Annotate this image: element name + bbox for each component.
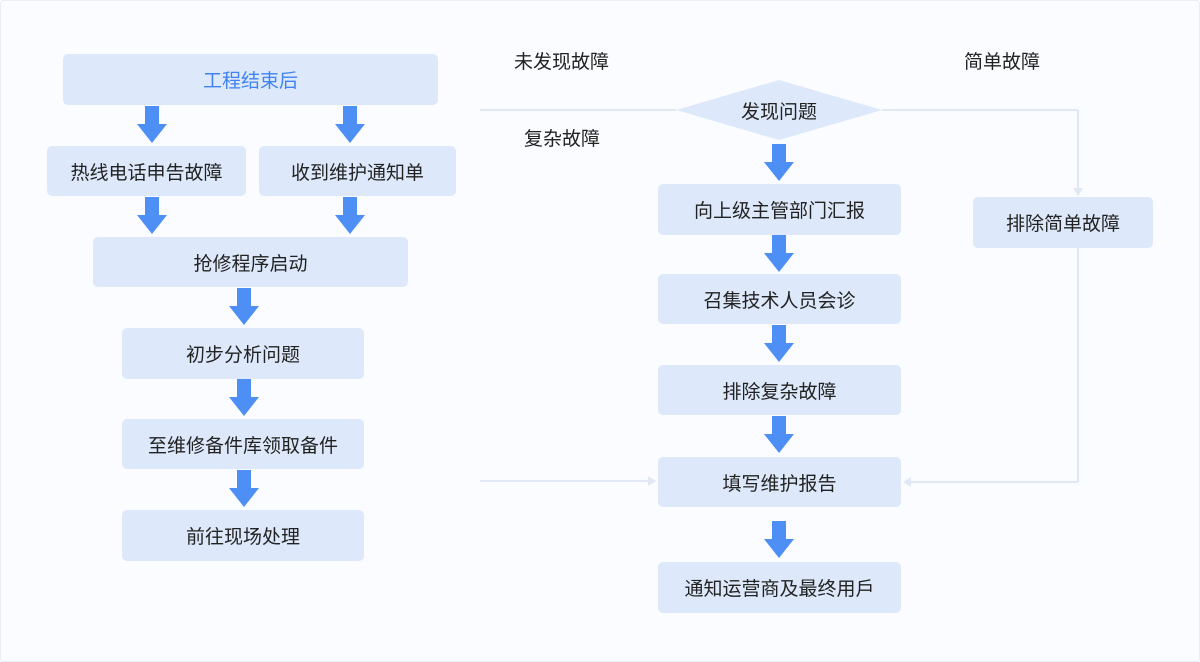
connector-simple-back-head: [903, 477, 911, 487]
label-not-found: 未发现故障: [514, 51, 610, 73]
arrow-down-icon: [229, 470, 259, 507]
box-get-parts: 至维修备件库领取备件: [122, 419, 364, 469]
box-fill-report: 填写维护报告: [658, 457, 901, 507]
label-complex: 复杂故障: [524, 128, 601, 150]
arrow-down-icon: [229, 288, 259, 325]
box-report: 向上级主管部门汇报: [658, 184, 901, 235]
arrow-down-icon: [764, 416, 794, 453]
arrow-down-icon: [764, 521, 794, 558]
arrow-down-icon: [764, 325, 794, 362]
box-fix-complex: 排除复杂故障: [658, 365, 901, 415]
box-start: 工程结束后: [63, 54, 438, 105]
connector-left-to-report-head: [648, 476, 656, 486]
arrow-down-icon: [137, 197, 167, 234]
label-simple: 简单故障: [964, 51, 1041, 73]
box-analyze: 初步分析问题: [122, 328, 364, 379]
box-consult: 召集技术人员会诊: [658, 274, 901, 324]
box-fix-simple: 排除简单故障: [973, 197, 1153, 248]
box-notify: 通知运营商及最终用戶: [658, 562, 901, 613]
arrow-down-icon: [764, 144, 794, 181]
arrow-down-icon: [137, 106, 167, 143]
decision-diamond: [676, 80, 882, 140]
box-hotline: 热线电话申告故障: [47, 146, 246, 196]
arrow-down-icon: [764, 235, 794, 272]
arrow-down-icon: [229, 379, 259, 416]
box-onsite: 前往现场处理: [122, 510, 364, 561]
arrow-down-icon: [335, 106, 365, 143]
connector-simple-head: [1073, 188, 1083, 196]
box-repair-start: 抢修程序启动: [93, 237, 408, 287]
arrow-down-icon: [335, 197, 365, 234]
decision-label: 发现问题: [740, 100, 817, 123]
box-ticket: 收到维护通知单: [259, 146, 456, 196]
